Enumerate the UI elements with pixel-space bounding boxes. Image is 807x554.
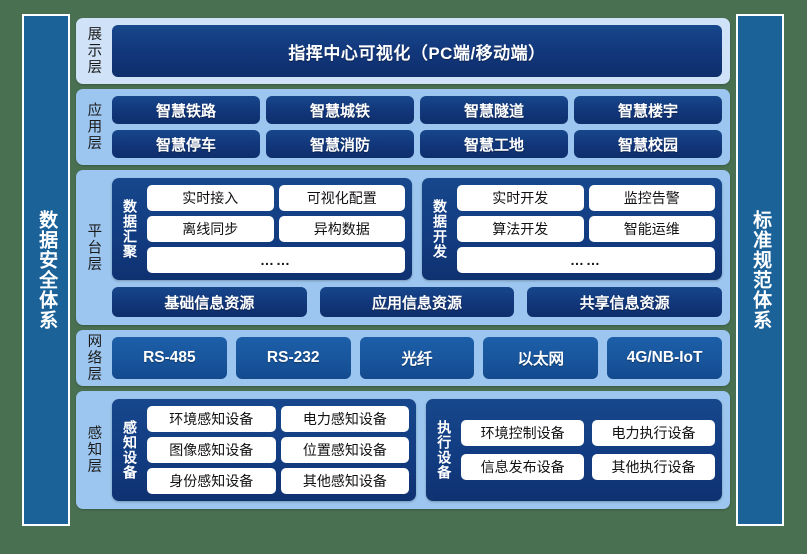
actuator-environment-control-device[interactable]: 环境控制设备 [461,420,585,446]
platform-item-offline-sync[interactable]: 离线同步 [147,216,274,242]
platform-group-1-items: 实时开发 监控告警 算法开发 智能运维 …… [457,185,715,273]
layer-stack: 展示层 指挥中心可视化（PC端/移动端） 应用层 智慧铁路 智慧城铁 智慧隧道 … [76,18,730,509]
network-grid: RS-485 RS-232 光纤 以太网 4G/NB-IoT [112,337,722,379]
app-item-smart-metro[interactable]: 智慧城铁 [266,96,414,124]
sensing-group-0-label: 感知设备 [122,420,138,480]
sensor-location-device[interactable]: 位置感知设备 [280,437,410,463]
resource-shared-information[interactable]: 共享信息资源 [527,287,722,317]
layer-network-body: RS-485 RS-232 光纤 以太网 4G/NB-IoT [110,330,730,386]
platform-item-monitoring-alarm[interactable]: 监控告警 [588,185,715,211]
sensor-environment-device[interactable]: 环境感知设备 [147,406,276,432]
platform-item-intelligent-ops[interactable]: 智能运维 [588,216,715,242]
platform-item-realtime-development[interactable]: 实时开发 [457,185,584,211]
pillar-right-label: 标准规范体系 [750,210,772,330]
actuator-other-execution-device[interactable]: 其他执行设备 [592,454,715,480]
platform-item-algorithm-development[interactable]: 算法开发 [457,216,584,242]
layer-application-body: 智慧铁路 智慧城铁 智慧隧道 智慧楼宇 智慧停车 智慧消防 智慧工地 智慧校园 [110,89,730,165]
layer-network-label: 网络层 [85,333,102,383]
app-item-smart-firefighting[interactable]: 智慧消防 [266,130,414,158]
layer-application: 应用层 智慧铁路 智慧城铁 智慧隧道 智慧楼宇 智慧停车 智慧消防 智慧工地 智… [76,89,730,165]
layer-platform: 平台层 数据汇聚 实时接入 可视化配置 离线同步 异构数据 …… [76,170,730,325]
network-item-fiber[interactable]: 光纤 [359,337,475,379]
sensing-group-sensor-devices: 感知设备 环境感知设备 电力感知设备 图像感知设备 位置感知设备 身份感知设备 … [112,399,417,501]
sensing-group-1-items: 环境控制设备 电力执行设备 信息发布设备 其他执行设备 [461,406,715,494]
actuator-power-execution-device[interactable]: 电力执行设备 [592,420,715,446]
layer-sensing-body: 感知设备 环境感知设备 电力感知设备 图像感知设备 位置感知设备 身份感知设备 … [110,391,730,509]
platform-item-more-aggregation[interactable]: …… [147,247,405,273]
network-item-rs485[interactable]: RS-485 [112,337,227,379]
platform-item-heterogeneous-data[interactable]: 异构数据 [278,216,405,242]
layer-display-label: 展示层 [85,26,102,76]
layer-sensing: 感知层 感知设备 环境感知设备 电力感知设备 图像感知设备 位置感知设备 身份感… [76,391,730,509]
layer-platform-body: 数据汇聚 实时接入 可视化配置 离线同步 异构数据 …… 数据开发 [110,170,730,325]
layer-network: 网络层 RS-485 RS-232 光纤 以太网 4G/NB-IoT [76,330,730,386]
layer-application-label: 应用层 [85,102,102,152]
platform-item-more-development[interactable]: …… [457,247,715,273]
actuator-information-release-device[interactable]: 信息发布设备 [461,454,585,480]
platform-resource-row: 基础信息资源 应用信息资源 共享信息资源 [112,287,722,317]
application-grid: 智慧铁路 智慧城铁 智慧隧道 智慧楼宇 智慧停车 智慧消防 智慧工地 智慧校园 [112,96,722,158]
app-item-smart-campus[interactable]: 智慧校园 [574,130,722,158]
resource-application-information[interactable]: 应用信息资源 [319,287,515,317]
app-item-smart-building[interactable]: 智慧楼宇 [574,96,722,124]
display-command-center-bar[interactable]: 指挥中心可视化（PC端/移动端） [112,25,722,77]
layer-platform-label: 平台层 [85,222,102,273]
sensing-group-0-items: 环境感知设备 电力感知设备 图像感知设备 位置感知设备 身份感知设备 其他感知设… [147,406,410,494]
resource-basic-information[interactable]: 基础信息资源 [112,287,307,317]
network-item-rs232[interactable]: RS-232 [235,337,351,379]
pillar-standards: 标准规范体系 [736,14,784,526]
platform-group-0-label: 数据汇聚 [122,199,138,259]
platform-item-realtime-ingest[interactable]: 实时接入 [147,185,274,211]
layer-sensing-label: 感知层 [85,425,102,475]
sensor-identity-device[interactable]: 身份感知设备 [147,468,276,494]
platform-item-visual-config[interactable]: 可视化配置 [278,185,405,211]
platform-group-data-aggregation: 数据汇聚 实时接入 可视化配置 离线同步 异构数据 …… [112,178,412,280]
pillar-left-label: 数据安全体系 [36,210,58,330]
pillar-data-security: 数据安全体系 [22,14,70,526]
network-item-ethernet[interactable]: 以太网 [483,337,599,379]
platform-group-0-items: 实时接入 可视化配置 离线同步 异构数据 …… [147,185,405,273]
app-item-smart-tunnel[interactable]: 智慧隧道 [420,96,568,124]
app-item-smart-construction-site[interactable]: 智慧工地 [420,130,568,158]
sensor-power-device[interactable]: 电力感知设备 [280,406,410,432]
sensor-image-device[interactable]: 图像感知设备 [147,437,276,463]
layer-display-body: 指挥中心可视化（PC端/移动端） [110,18,730,84]
sensor-other-device[interactable]: 其他感知设备 [280,468,410,494]
app-item-smart-railway[interactable]: 智慧铁路 [112,96,260,124]
layer-display: 展示层 指挥中心可视化（PC端/移动端） [76,18,730,84]
platform-group-data-development: 数据开发 实时开发 监控告警 算法开发 智能运维 …… [422,178,722,280]
sensing-group-1-label: 执行设备 [436,420,453,480]
network-item-4g-nbiot[interactable]: 4G/NB-IoT [607,337,722,379]
app-item-smart-parking[interactable]: 智慧停车 [112,130,260,158]
platform-groups: 数据汇聚 实时接入 可视化配置 离线同步 异构数据 …… 数据开发 [112,178,722,280]
platform-group-1-label: 数据开发 [432,199,448,259]
sensing-group-actuator-devices: 执行设备 环境控制设备 电力执行设备 信息发布设备 其他执行设备 [426,399,722,501]
